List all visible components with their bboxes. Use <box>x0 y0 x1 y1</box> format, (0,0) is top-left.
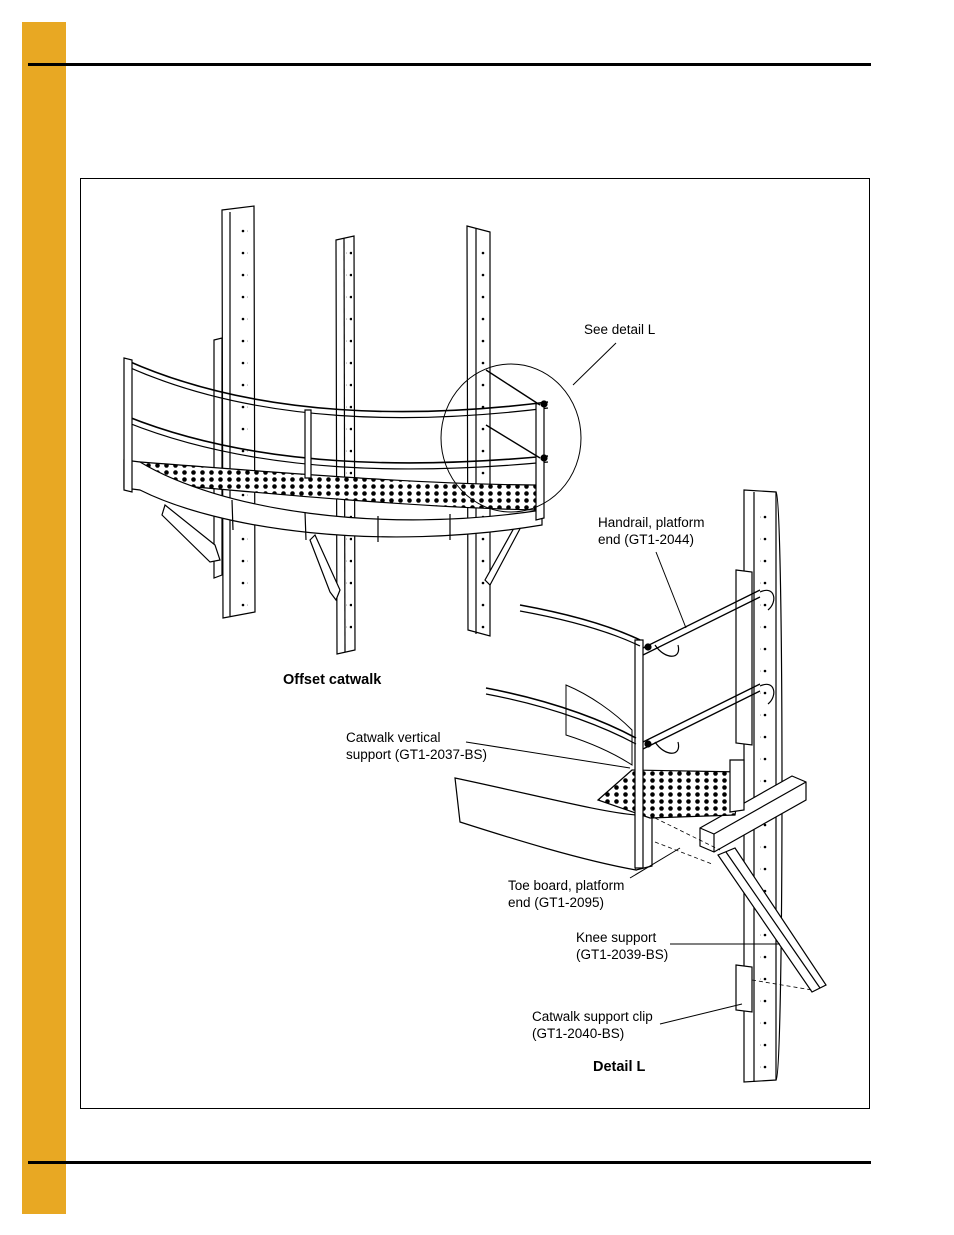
vertical-support-label-line1: Catwalk vertical <box>346 730 441 745</box>
footer-rule <box>28 1161 871 1164</box>
offset-catwalk-caption: Offset catwalk <box>283 672 382 688</box>
detail-l-drawing <box>454 489 827 1083</box>
detail-circle <box>440 363 582 513</box>
column-right <box>466 225 491 637</box>
support-clip-label-line1: Catwalk support clip <box>532 1009 653 1024</box>
detail-l-caption: Detail L <box>593 1059 646 1075</box>
toe-board-label-line2: end (GT1-2095) <box>508 895 605 910</box>
offset-catwalk-drawing <box>123 205 617 655</box>
vertical-support-label-line2: support (GT1-2037-BS) <box>346 747 488 762</box>
handrail-label-line2: end (GT1-2044) <box>598 532 695 547</box>
knee-support-label-line2: (GT1-2039-BS) <box>576 947 669 962</box>
toe-board-label-line1: Toe board, platform <box>508 878 625 893</box>
knee-support-label-line1: Knee support <box>576 930 657 945</box>
handrail-label-line1: Handrail, platform <box>598 515 705 530</box>
side-accent-tab <box>22 22 66 1214</box>
header-rule <box>28 63 871 66</box>
figure-frame <box>80 178 870 1109</box>
column-middle <box>335 235 356 655</box>
column-left <box>213 205 256 619</box>
callout-leaders <box>465 551 780 1025</box>
support-clip-label-line2: (GT1-2040-BS) <box>532 1026 625 1041</box>
see-detail-label: See detail L <box>584 322 656 337</box>
